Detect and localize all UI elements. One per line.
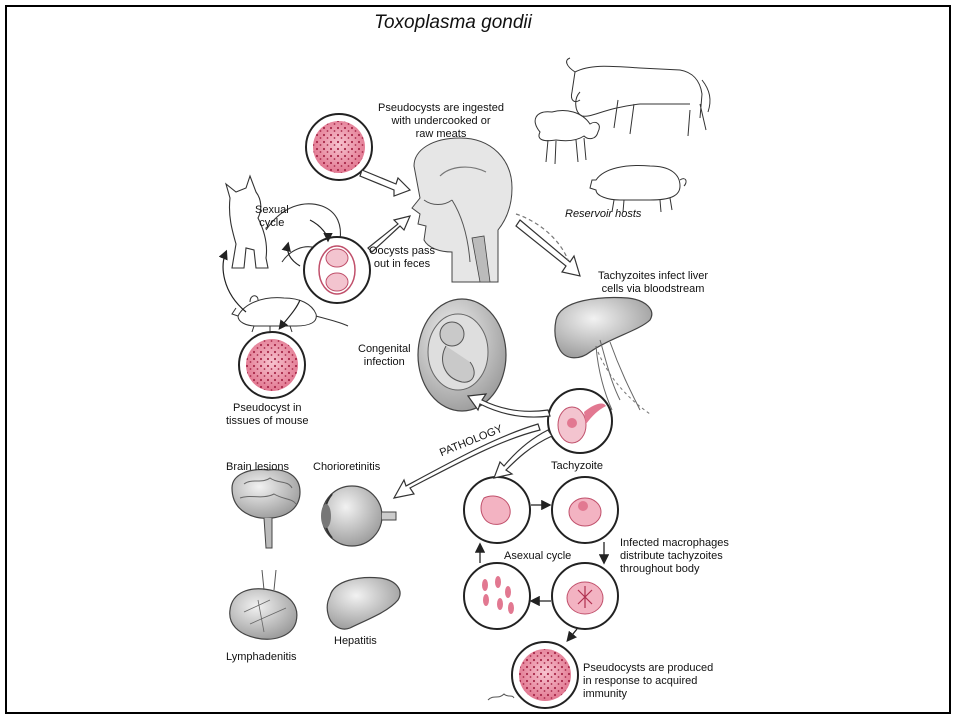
- pseudocyst-mouse-circle: [239, 332, 305, 398]
- asexual-cycle-circle-4: [464, 563, 530, 629]
- pseudocyst-produced-circle: [512, 642, 578, 708]
- pig-illustration: [590, 166, 686, 212]
- label-sexual-cycle: Sexual cycle: [255, 204, 289, 230]
- congenital-fetus-illustration: [418, 299, 506, 411]
- asexual-cycle-circle-3: [552, 563, 618, 629]
- label-asexual-cycle: Asexual cycle: [504, 550, 571, 563]
- label-pseudocyst-mouse: Pseudocyst in tissues of mouse: [226, 402, 309, 428]
- brain-illustration: [232, 470, 300, 548]
- asexual-cycle-circle-2: [552, 477, 618, 543]
- sheep-illustration: [535, 111, 599, 165]
- cow-illustration: [567, 58, 710, 136]
- asexual-cycle-circle-1: [464, 477, 530, 543]
- label-hepatitis: Hepatitis: [334, 635, 377, 648]
- label-tachyzoites-infect: Tachyzoites infect liver cells via blood…: [598, 270, 708, 296]
- hepatitis-liver-illustration: [327, 578, 400, 630]
- artist-signature: [488, 694, 514, 700]
- lymph-node-illustration: [230, 570, 297, 639]
- label-reservoir-hosts: Reservoir hosts: [565, 208, 641, 221]
- label-pseudocysts-ingested: Pseudocysts are ingested with undercooke…: [378, 102, 504, 141]
- label-brain-lesions: Brain lesions: [226, 461, 289, 474]
- label-chorioretinitis: Chorioretinitis: [313, 461, 380, 474]
- eye-illustration: [321, 486, 396, 546]
- oocyst-circle: [304, 237, 370, 303]
- label-lymphadenitis: Lymphadenitis: [226, 651, 297, 664]
- label-infected-macrophages: Infected macrophages distribute tachyzoi…: [620, 537, 729, 576]
- label-oocysts: Oocysts pass out in feces: [369, 245, 435, 271]
- label-tachyzoite: Tachyzoite: [551, 460, 603, 473]
- label-pseudocysts-produced: Pseudocysts are produced in response to …: [583, 662, 713, 701]
- tachyzoite-circle: [548, 389, 612, 453]
- label-congenital-infection: Congenital infection: [358, 343, 411, 369]
